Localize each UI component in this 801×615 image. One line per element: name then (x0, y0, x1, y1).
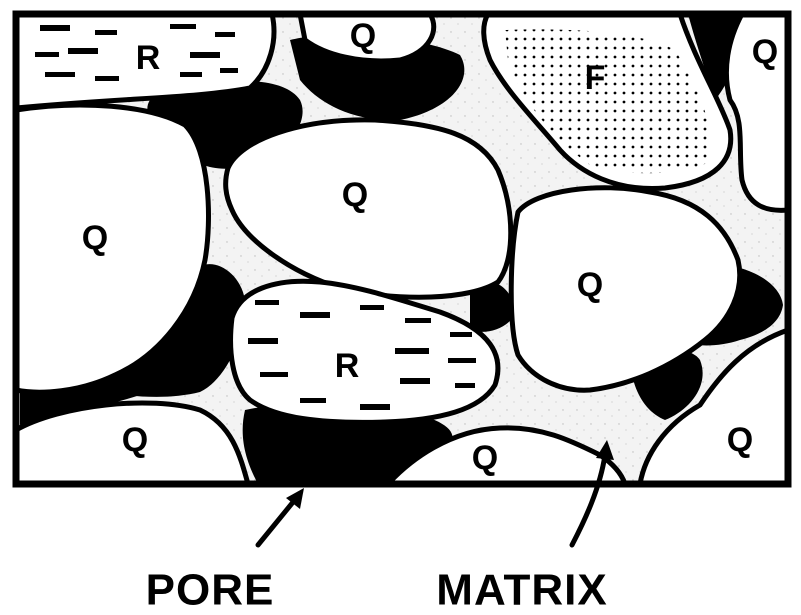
grain-label-r-center: R (335, 347, 360, 385)
grain-label-q-bottom-center: Q (472, 439, 498, 477)
grain-label-q-right-center: Q (577, 266, 603, 304)
grain-label-q-left: Q (82, 219, 108, 257)
matrix-label: MATRIX (436, 566, 607, 615)
pore-arrow (258, 496, 298, 545)
grain-label-r-top: R (136, 39, 161, 77)
grain-label-q-bottom-right: Q (727, 421, 753, 459)
grain-label-q-center: Q (342, 176, 368, 214)
pore-label: PORE (146, 566, 275, 615)
grain-label-q-bottom-left: Q (122, 421, 148, 459)
grain-label-q-top-right: Q (752, 33, 778, 71)
grain-label-q-top-center: Q (350, 17, 376, 55)
grain-label-f: F (585, 59, 606, 97)
